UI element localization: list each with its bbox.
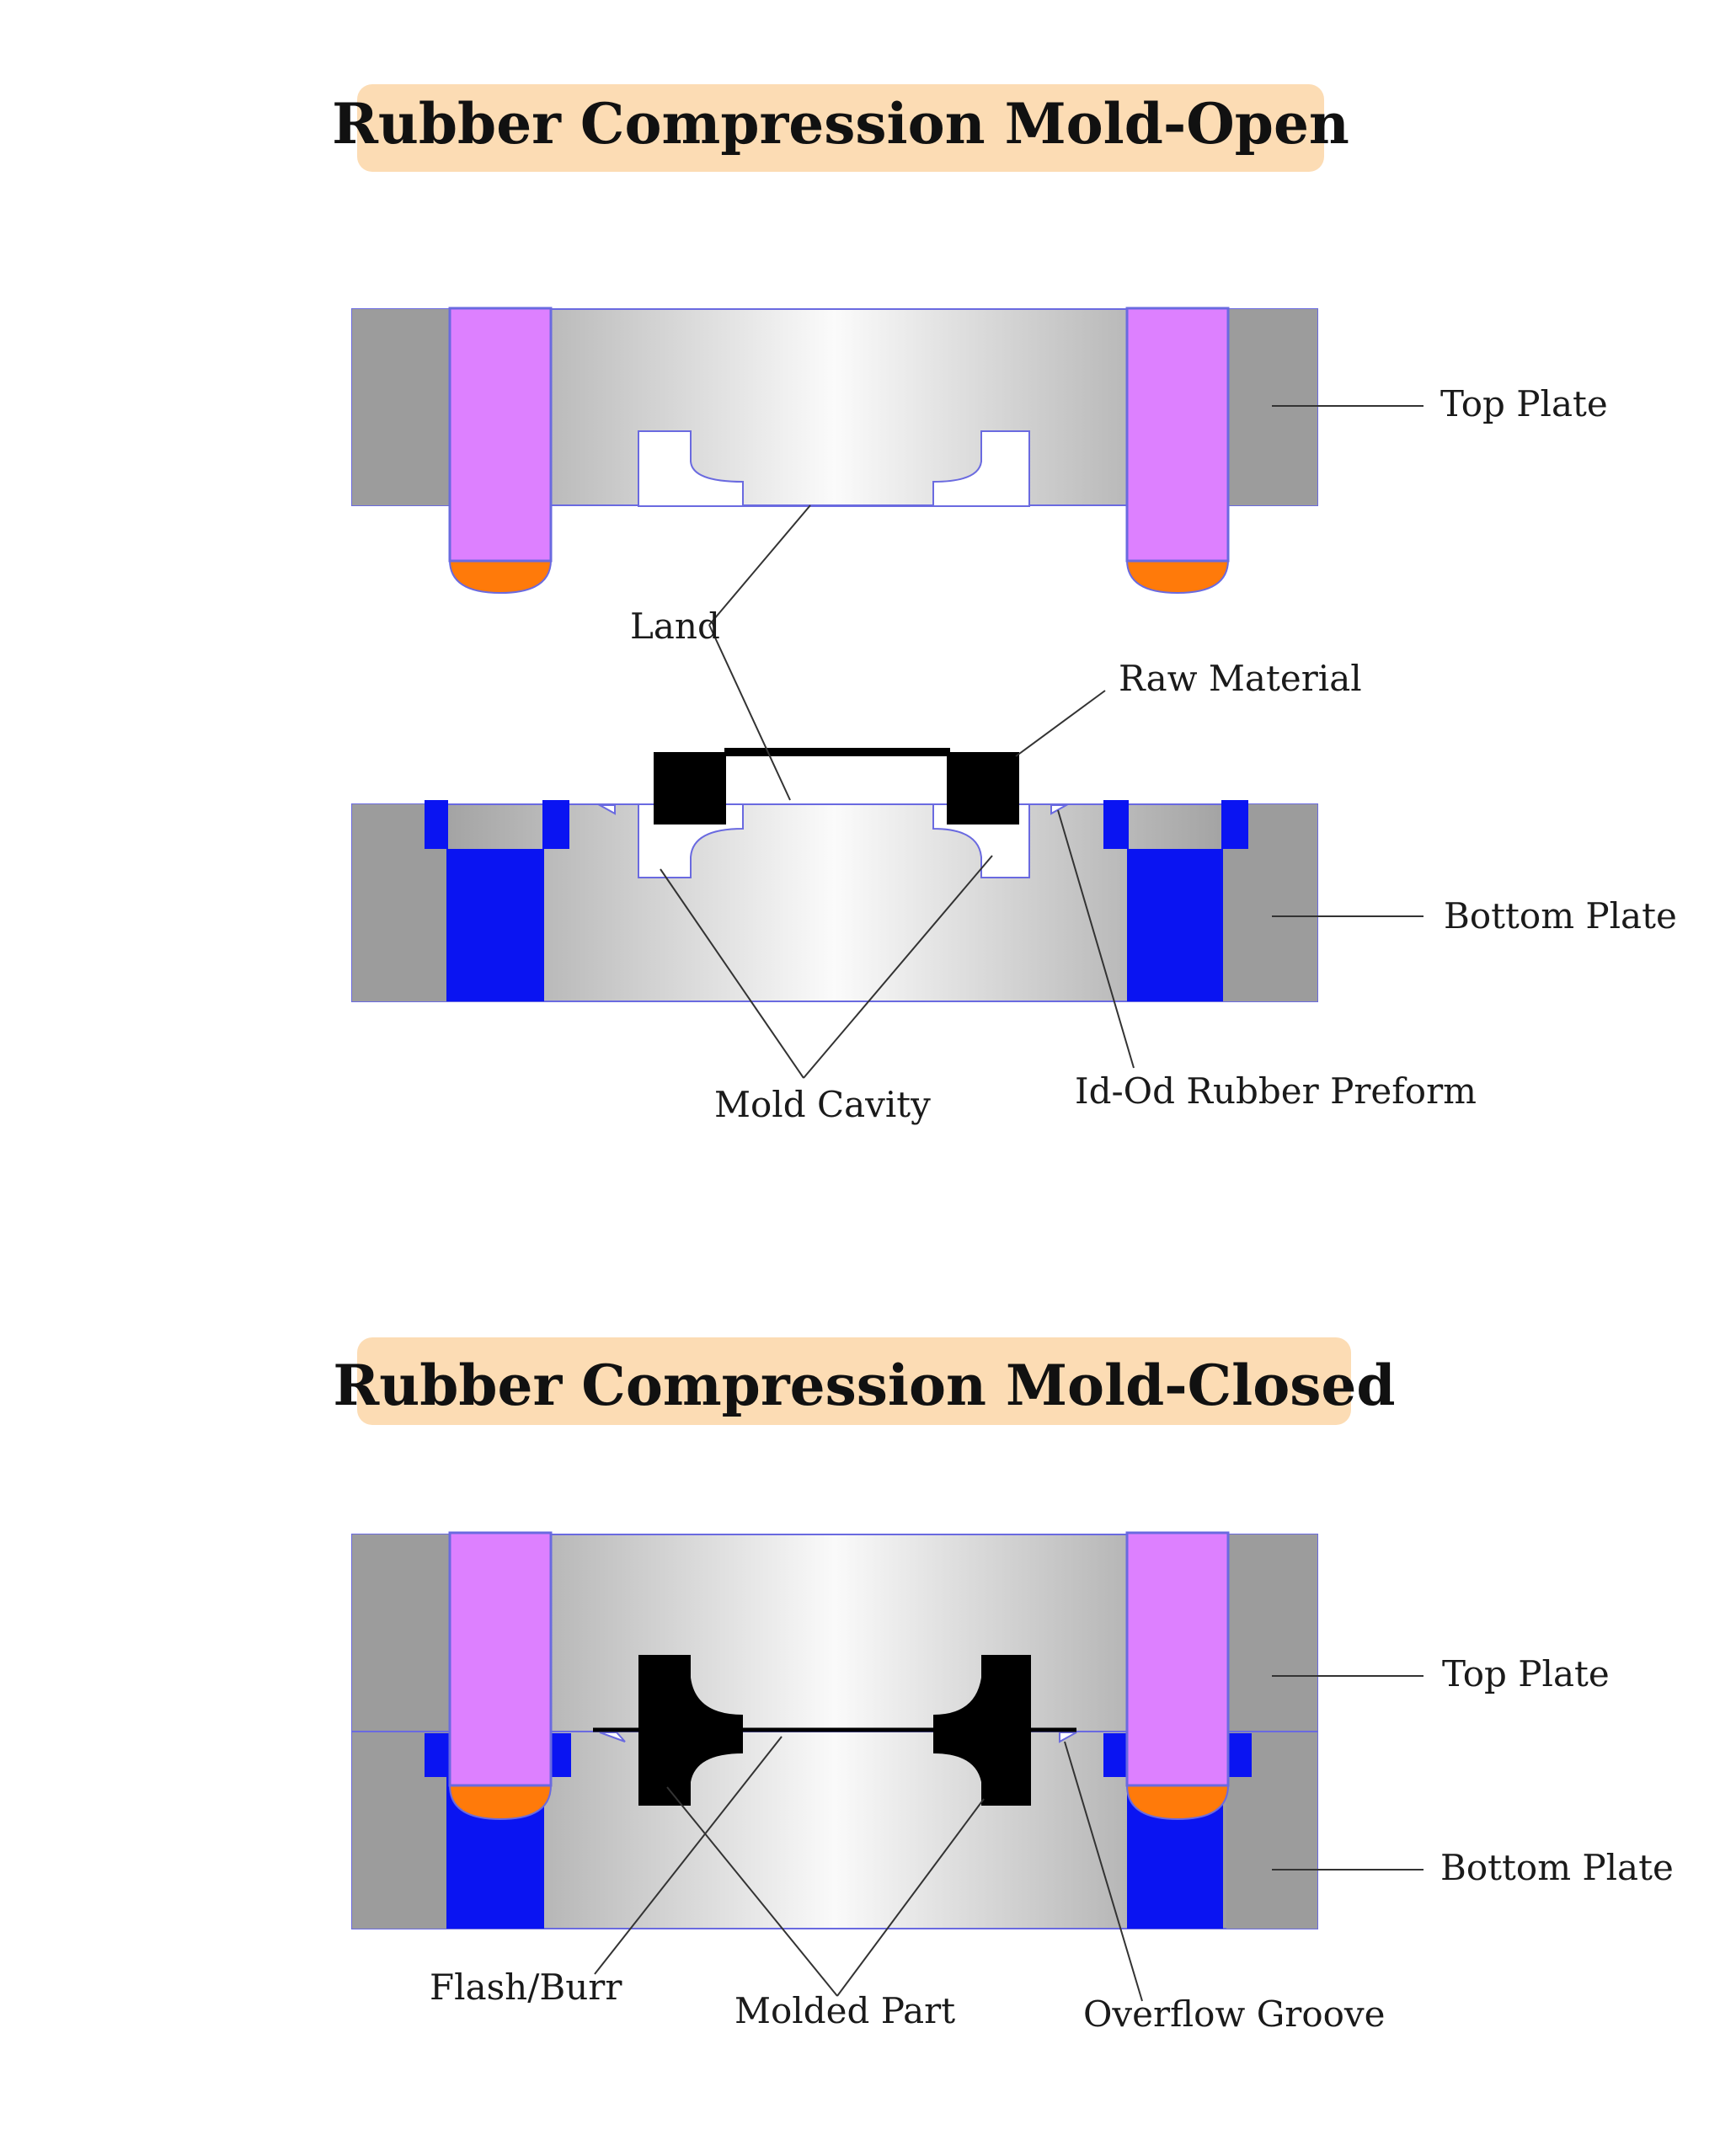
title-closed: Rubber Compression Mold-Closed [333, 1353, 1395, 1418]
overflow-groove-left-open [596, 804, 616, 815]
guide-pin-right-open [1125, 307, 1230, 595]
guide-pin-left-open [448, 307, 553, 595]
guide-pin-right-closed [1125, 1531, 1230, 1821]
overflow-groove-right-closed [1059, 1732, 1077, 1743]
raw-material-preform [654, 748, 1019, 825]
open-section: Rubber Compression Mold-Open [332, 84, 1677, 1125]
molded-part-left [638, 1655, 743, 1806]
label-raw-material: Raw Material [1119, 658, 1362, 699]
leader-lines-open [660, 405, 1424, 1079]
label-land: Land [630, 606, 720, 647]
title-badge-closed [357, 1337, 1351, 1425]
closed-section: Rubber Compression Mold-Closed [333, 1337, 1674, 2035]
label-top-plate-open: Top Plate [1440, 383, 1608, 424]
guide-pin-left-closed [448, 1531, 553, 1821]
overflow-groove-right-open [1050, 804, 1070, 815]
overflow-groove-left-closed [599, 1732, 626, 1742]
label-overflow-groove: Overflow Groove [1083, 1993, 1385, 2035]
label-mold-cavity: Mold Cavity [714, 1084, 931, 1125]
guide-bushing-left-open [425, 800, 569, 1001]
label-bottom-plate-closed: Bottom Plate [1440, 1847, 1674, 1888]
leader-lines-closed [594, 1675, 1424, 2002]
guide-bushing-right-open [1103, 800, 1248, 1001]
bottom-plate-cavity [638, 803, 1030, 878]
label-molded-part: Molded Part [734, 1990, 955, 2031]
label-top-plate-closed: Top Plate [1442, 1653, 1610, 1694]
molded-part-right [933, 1655, 1031, 1806]
label-preform: Id-Od Rubber Preform [1075, 1070, 1477, 1112]
title-badge-open [357, 84, 1324, 172]
label-bottom-plate-open: Bottom Plate [1444, 895, 1677, 937]
title-open: Rubber Compression Mold-Open [332, 91, 1349, 157]
label-flash-burr: Flash/Burr [430, 1967, 622, 2008]
top-plate-cavity-cut [638, 430, 1030, 507]
